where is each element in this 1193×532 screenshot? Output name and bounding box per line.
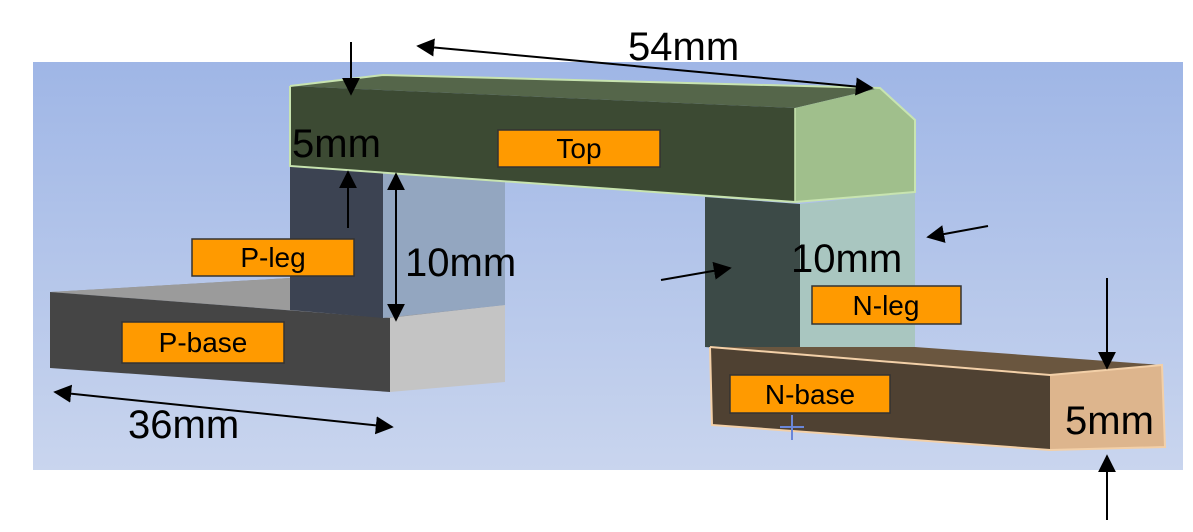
label-p-base: P-base [121,321,285,364]
dim-arrow-p-base-length [53,384,394,435]
label-n-leg-text: N-leg [853,290,920,321]
dim-arrow-n-leg [660,225,989,281]
label-n-base: N-base [729,374,891,414]
label-top: Top [497,129,661,168]
dim-text-top-length: 54mm [628,25,739,69]
label-top-text: Top [556,133,601,164]
dim-arrow-top-thickness [339,42,360,228]
label-n-base-text: N-base [765,379,855,410]
label-p-base-text: P-base [159,327,248,358]
dim-text-n-base-height: 5mm [1065,399,1154,443]
dim-text-p-base-length: 36mm [128,403,239,447]
dim-arrow-top-length [416,38,874,96]
origin-marker [780,415,804,440]
label-p-leg: P-leg [191,238,355,277]
dim-text-p-leg-height: 10mm [405,241,516,285]
dim-text-top-thickness: 5mm [292,122,381,166]
dim-text-n-leg-height: 10mm [791,237,902,281]
label-n-leg: N-leg [811,285,962,325]
label-p-leg-text: P-leg [240,242,305,273]
